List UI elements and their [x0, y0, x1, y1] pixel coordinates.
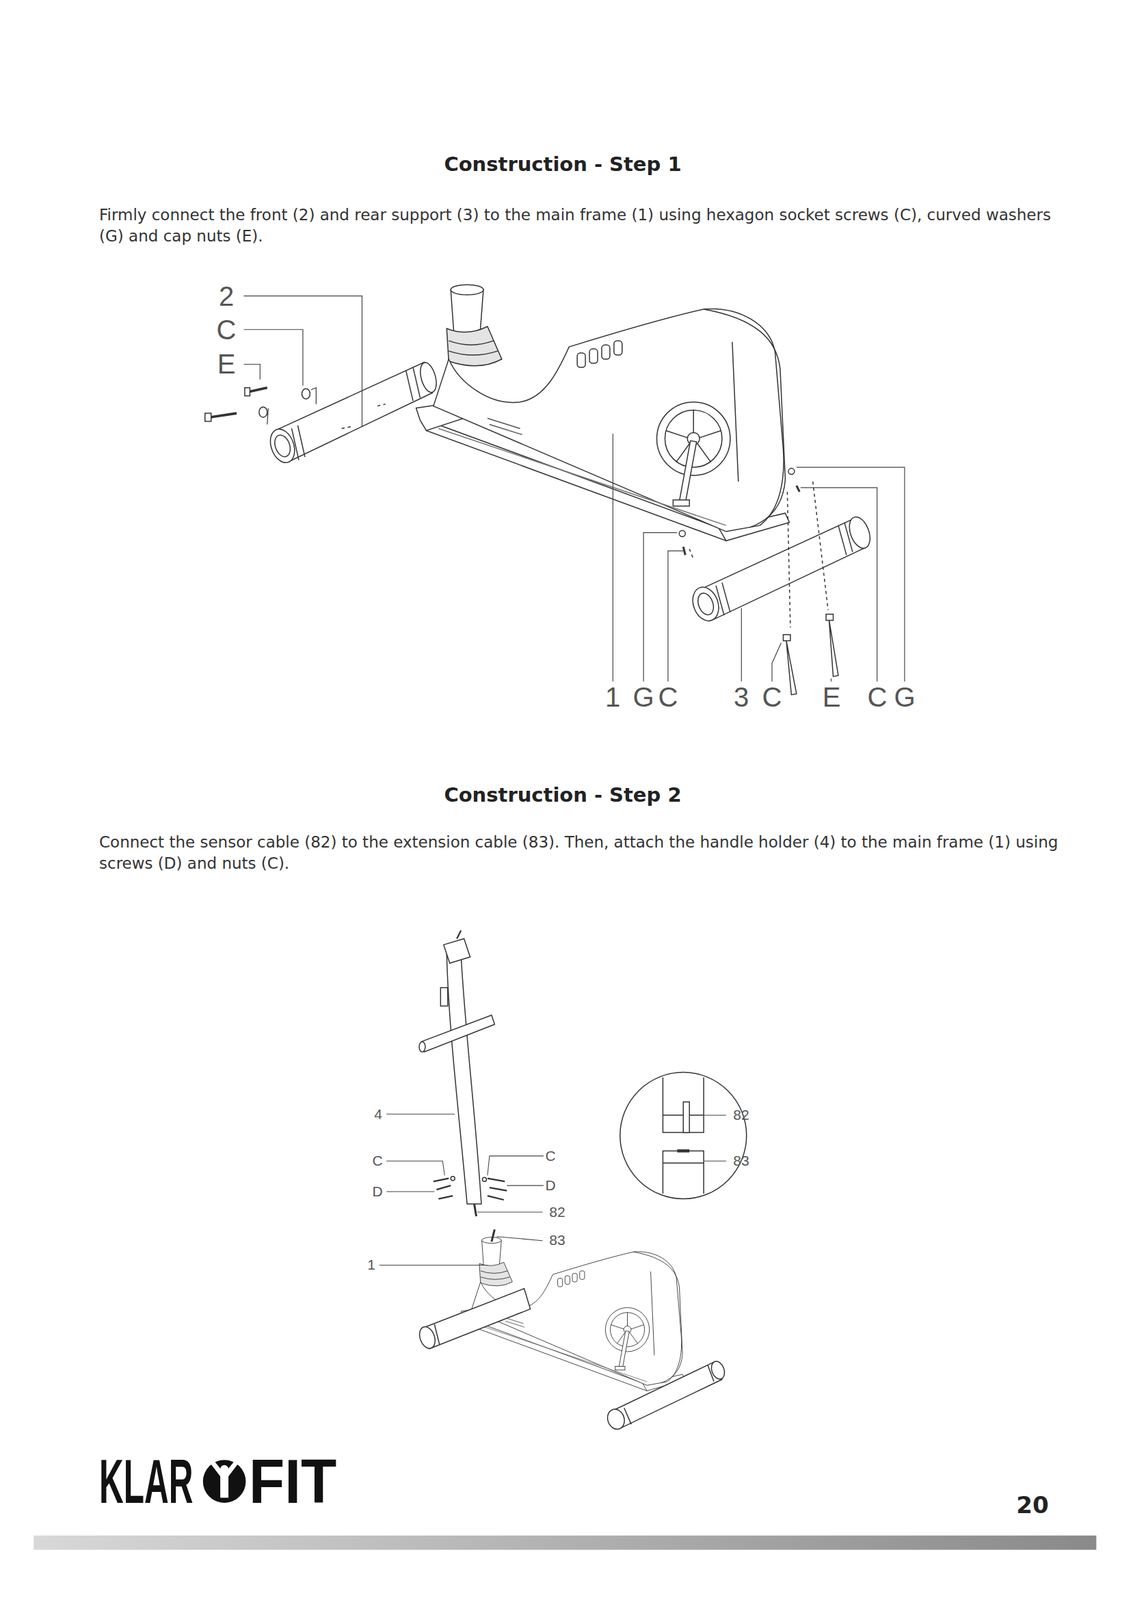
callout-number: 82	[549, 1203, 565, 1220]
logo-icon	[203, 1459, 247, 1503]
brand-logo: KLAR	[99, 1450, 193, 1512]
callout-number: 4	[374, 1105, 383, 1123]
callout-number: 83	[549, 1231, 565, 1248]
brand-logo: FIT	[248, 1450, 337, 1512]
callout-letter: D	[544, 1176, 556, 1194]
footer-bar	[33, 1535, 1097, 1550]
callout-number: 3	[733, 681, 749, 712]
step2-figure	[416, 929, 747, 1432]
callout-letter: G	[632, 681, 654, 712]
page-number: 20	[1016, 1490, 1049, 1519]
callout-letter: D	[371, 1182, 383, 1200]
callout-number: 82	[733, 1106, 749, 1123]
callout-letter: 2	[218, 281, 234, 312]
callout-letter: C	[867, 681, 888, 712]
callout-letter: C	[658, 681, 679, 712]
step1-figure	[205, 284, 874, 695]
callout-letter: C	[762, 681, 783, 712]
leader-lines	[379, 1113, 727, 1266]
callout-number: 1	[367, 1256, 376, 1273]
callout-number: 1	[605, 681, 621, 712]
instruction-text: Firmly connect the front (2) and rear su…	[99, 204, 1071, 247]
step-heading: Construction - Step 1	[0, 151, 1129, 177]
callout-letter: C	[216, 314, 237, 345]
step-heading: Construction - Step 2	[0, 782, 1129, 807]
callout-letter: E	[217, 348, 236, 379]
callout-number: 83	[733, 1152, 749, 1169]
callout-letter: C	[544, 1147, 556, 1164]
callout-letter: G	[893, 681, 915, 712]
leader-lines	[243, 296, 904, 682]
callout-letter: E	[822, 681, 842, 712]
instruction-text: Connect the sensor cable (82) to the ext…	[99, 831, 1071, 874]
callout-letter: C	[371, 1152, 383, 1169]
